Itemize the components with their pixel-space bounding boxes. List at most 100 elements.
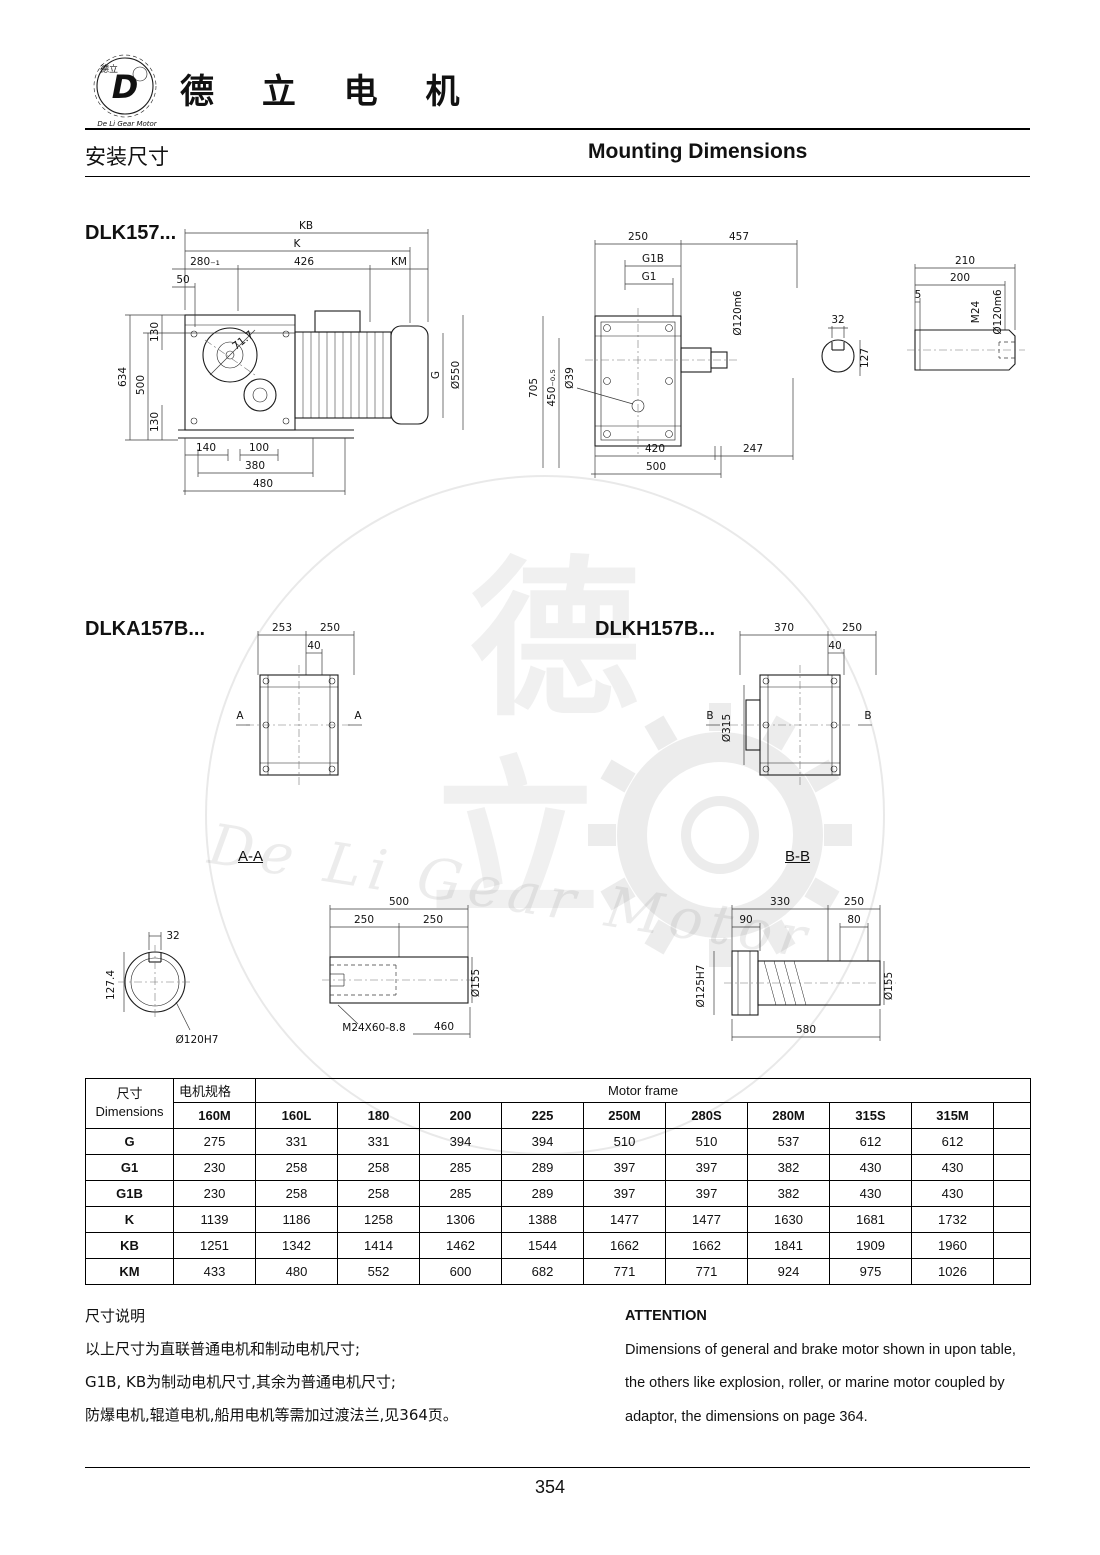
logo-d-letter: D: [112, 68, 139, 106]
cell: 258: [337, 1154, 420, 1181]
dimension-lines: [125, 229, 464, 495]
cell: 1477: [583, 1206, 666, 1233]
row-label: K: [85, 1206, 174, 1233]
dim-g1: G1: [642, 271, 657, 283]
dim-634: 634: [117, 367, 129, 387]
cell: 397: [665, 1180, 748, 1207]
dim-80: 80: [847, 914, 860, 926]
dim-247: 247: [743, 443, 763, 455]
notes-cn-line: 防爆电机,辊道电机,船用电机等需加过渡法兰,见364页。: [85, 1406, 458, 1424]
cell: 397: [665, 1154, 748, 1181]
cell: 285: [419, 1154, 502, 1181]
dim-50: 50: [176, 274, 189, 286]
col-header: 315S: [829, 1102, 912, 1129]
cell: 1251: [173, 1232, 256, 1259]
dim-5: 5: [915, 289, 922, 301]
notes-en-line: the others like explosion, roller, or ma…: [625, 1375, 1005, 1391]
cell: 1414: [337, 1232, 420, 1259]
dim-370: 370: [774, 622, 794, 634]
dim-250: 250: [320, 622, 340, 634]
cell: 682: [501, 1258, 584, 1285]
col-header: 225: [501, 1102, 584, 1129]
watermark-ring: [205, 475, 885, 1155]
cell: 1462: [419, 1232, 502, 1259]
drawing-bb-shaft: 330 250 90 80 Ø125H7 Ø155 580: [695, 896, 896, 1041]
dim-m24x60: M24X60-8.8: [342, 1022, 405, 1034]
cell: 382: [747, 1154, 830, 1181]
dimension-lines: [914, 264, 1016, 330]
cell: 612: [829, 1128, 912, 1155]
cell-empty: [992, 1180, 1032, 1207]
cell-empty: [992, 1232, 1032, 1259]
notes-cn-title: 尺寸说明: [85, 1307, 146, 1325]
dim-d120m6: Ø120m6: [732, 290, 744, 336]
col-header: 160L: [255, 1102, 338, 1129]
dim-100: 100: [249, 442, 269, 454]
dim-500: 500: [646, 461, 666, 473]
cell: 1388: [501, 1206, 584, 1233]
cell: 1306: [419, 1206, 502, 1233]
dim-d39: Ø39: [564, 367, 576, 389]
dim-250a: 250: [354, 914, 374, 926]
page-number: 354: [534, 1477, 566, 1497]
dim-705: 705: [528, 378, 540, 398]
dim-k: K: [294, 238, 302, 250]
section-label-aa: A-A: [238, 848, 264, 865]
cell: 1909: [829, 1232, 912, 1259]
section-label-bb: B-B: [785, 848, 811, 865]
gearbox-motor-outline: [178, 310, 429, 439]
section-mark-a-left: A: [236, 710, 244, 722]
cell: 433: [173, 1258, 256, 1285]
page-title-cn: 安装尺寸: [85, 145, 169, 169]
row-label: G1: [85, 1154, 174, 1181]
row-label: KM: [85, 1258, 174, 1285]
cell-empty: [992, 1128, 1032, 1155]
col-header: 315M: [911, 1102, 994, 1129]
dim-g: G: [430, 371, 442, 379]
cell: 975: [829, 1258, 912, 1285]
cell: 275: [173, 1128, 256, 1155]
row-label: G: [85, 1128, 174, 1155]
cell: 285: [419, 1180, 502, 1207]
cell: 537: [747, 1128, 830, 1155]
logo-cn-text: 德立: [100, 63, 118, 75]
cell: 1681: [829, 1206, 912, 1233]
cell: 510: [665, 1128, 748, 1155]
drawing-shaft-end-view: 32 127: [821, 314, 871, 376]
company-name: 德 立 电 机: [180, 72, 478, 112]
cell: 397: [583, 1154, 666, 1181]
cell: 394: [419, 1128, 502, 1155]
cell: 510: [583, 1128, 666, 1155]
dim-130-top: 130: [149, 322, 161, 342]
dimension-lines: [257, 631, 355, 675]
drawing-shaft-detail: 210 200 5 M24 Ø120m6: [907, 255, 1025, 371]
cell: 771: [665, 1258, 748, 1285]
cell: 771: [583, 1258, 666, 1285]
dim-127: 127: [859, 348, 871, 368]
cell: 612: [911, 1128, 994, 1155]
notes-cn-line: 以上尺寸为直联普通电机和制动电机尺寸;: [85, 1340, 361, 1358]
cell: 289: [501, 1180, 584, 1207]
cell-empty: [992, 1154, 1032, 1181]
cell: 1662: [583, 1232, 666, 1259]
cell: 397: [583, 1180, 666, 1207]
col-header: 180: [337, 1102, 420, 1129]
dim-angle-717: 71.7: [230, 329, 256, 353]
cell: 1186: [255, 1206, 338, 1233]
dim-210: 210: [955, 255, 975, 267]
row-label: G1B: [85, 1180, 174, 1207]
model-label-dlka157b: DLKA157B...: [85, 618, 206, 640]
cell: 552: [337, 1258, 420, 1285]
logo-en-text: De Li Gear Motor: [97, 120, 157, 128]
company-logo: 德立 D De Li Gear Motor: [93, 54, 158, 128]
cell: 600: [419, 1258, 502, 1285]
cell: 1026: [911, 1258, 994, 1285]
drawing-dlk157-side-view: KB K 280₋₁ 426 KM 50 634 500 130 130 71.…: [117, 220, 464, 495]
cell: 258: [255, 1154, 338, 1181]
dim-km: KM: [391, 256, 407, 268]
section-mark-b-left: B: [706, 710, 713, 722]
col-header: 280M: [747, 1102, 830, 1129]
dim-280: 280₋₁: [190, 256, 220, 268]
